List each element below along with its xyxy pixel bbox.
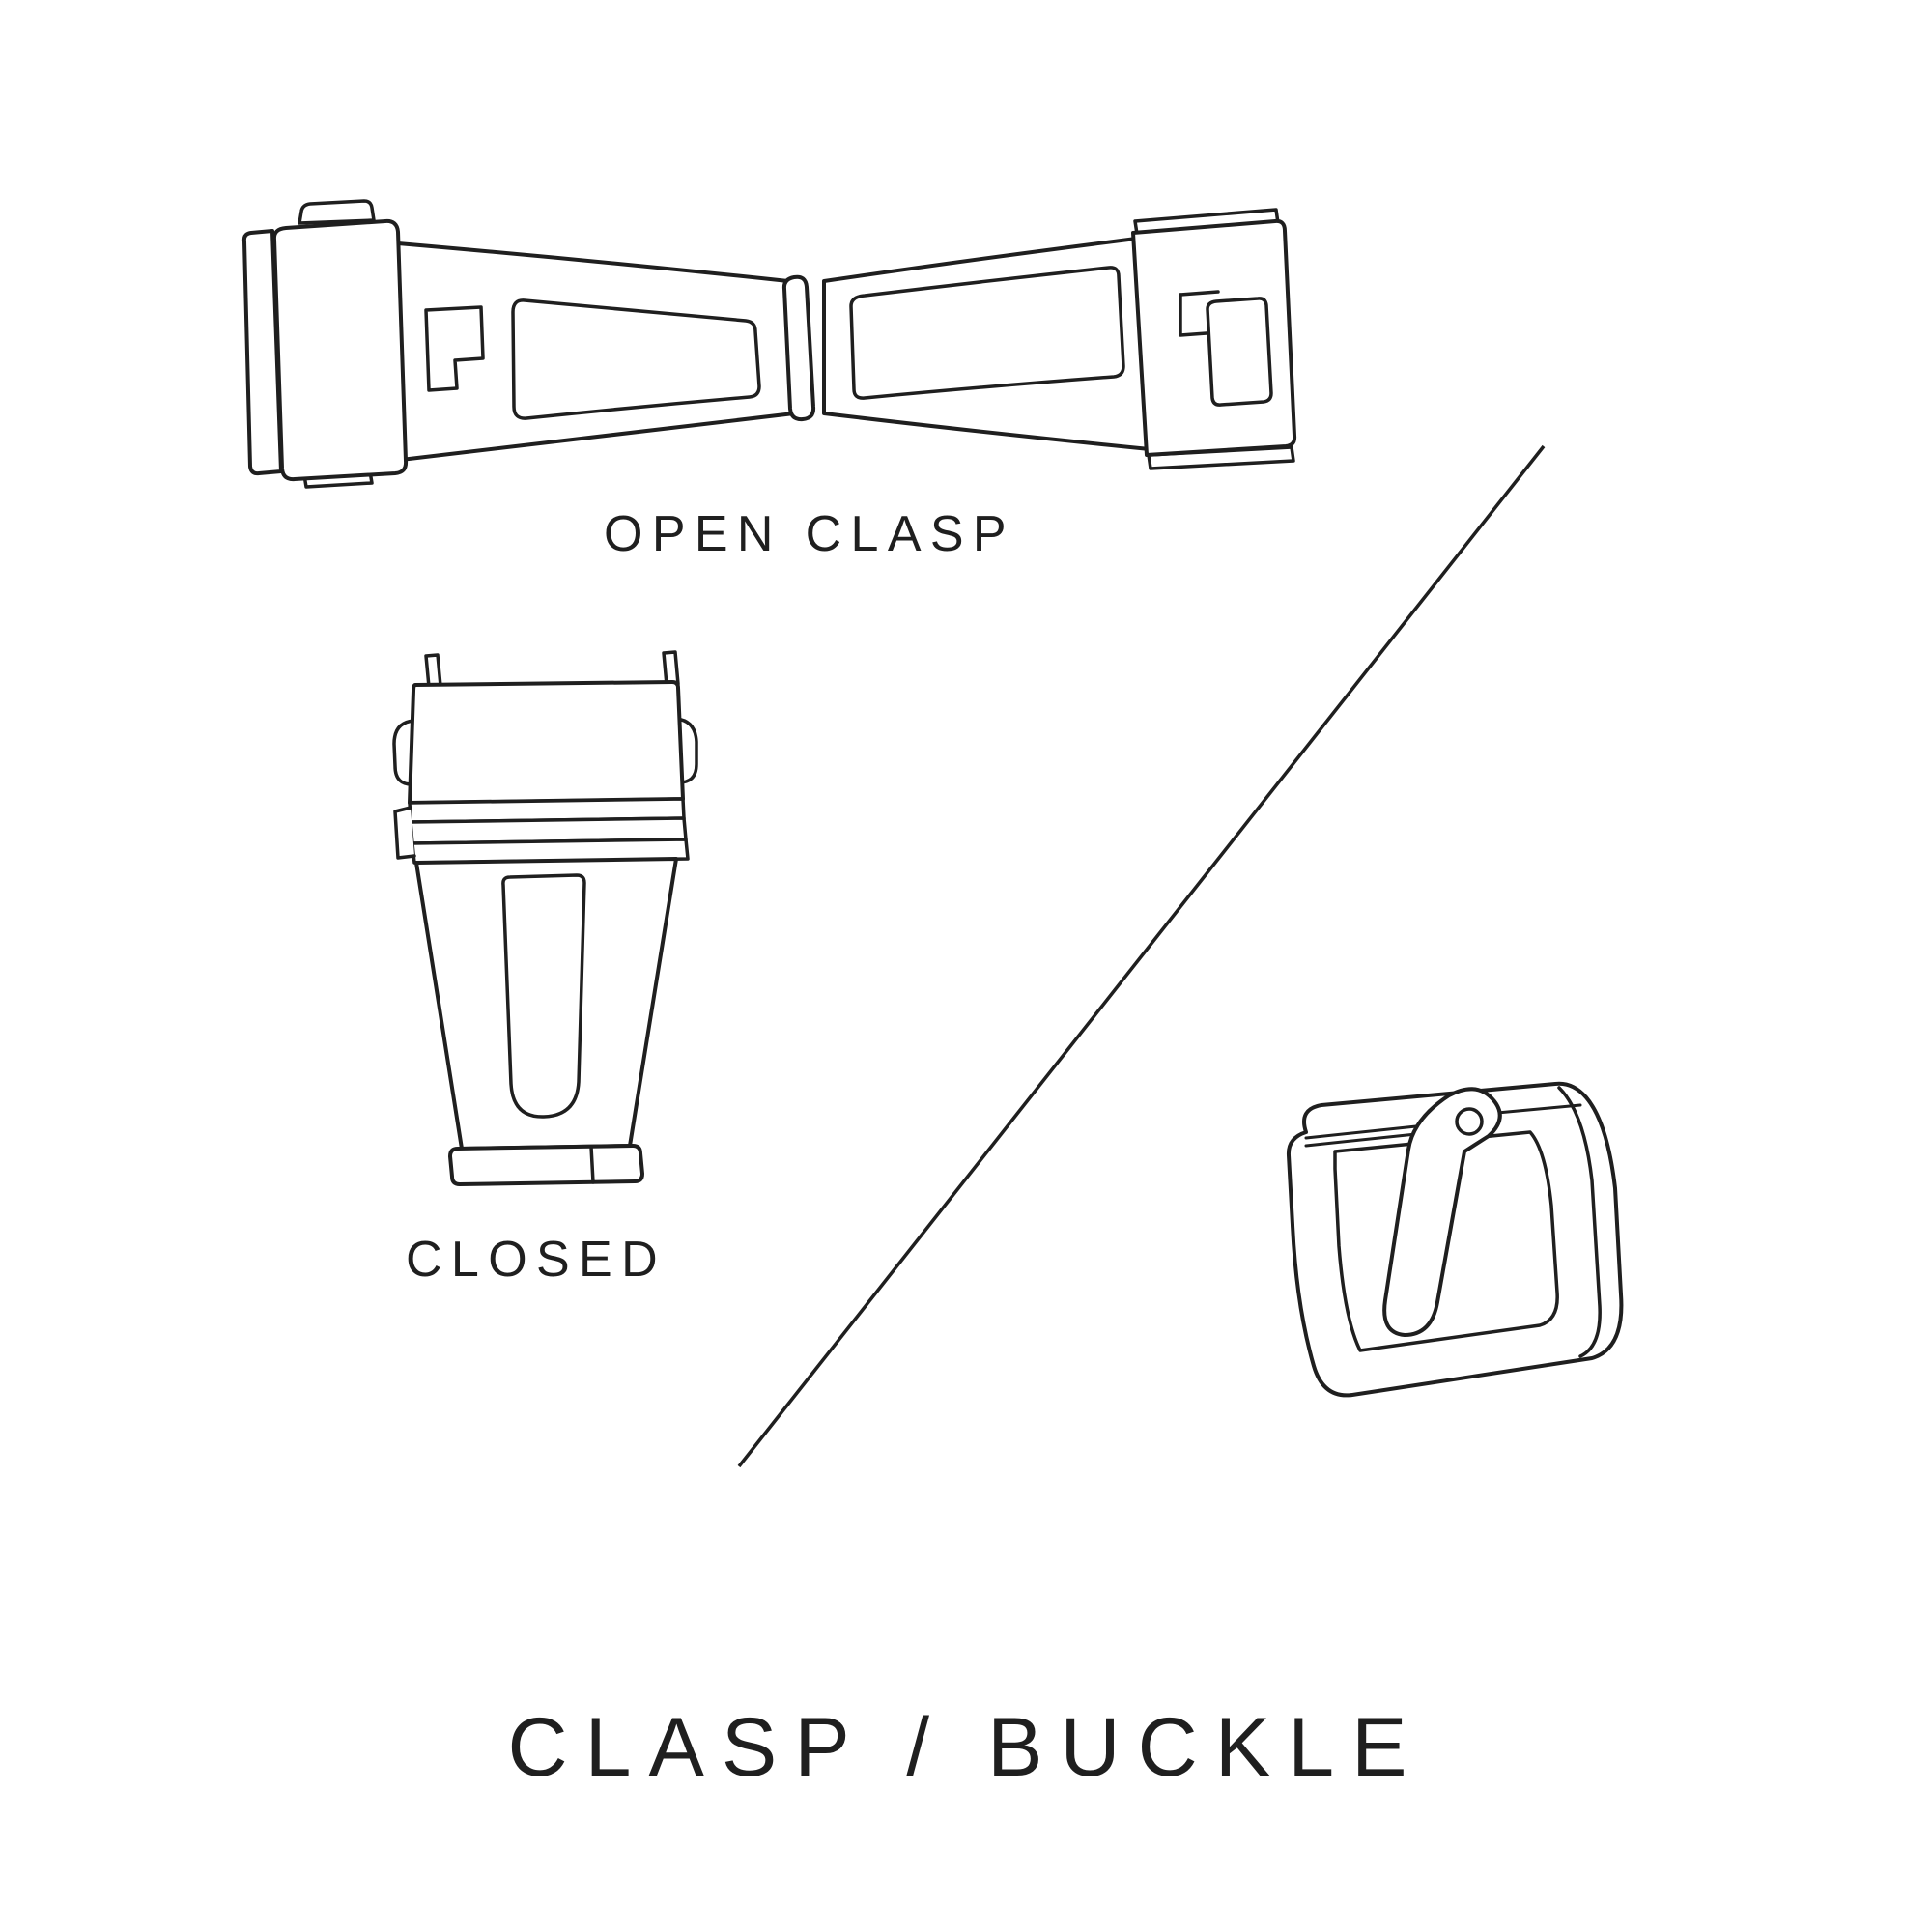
buckle-illustration	[1289, 1084, 1621, 1396]
divider-line	[739, 446, 1544, 1466]
diagram-title: CLASP / BUCKLE	[507, 1701, 1425, 1794]
open-clasp-illustration	[244, 201, 1294, 487]
closed-clasp-label: CLOSED	[406, 1232, 667, 1288]
open-clasp-label: OPEN CLASP	[604, 506, 1015, 562]
closed-clasp-illustration	[394, 652, 696, 1184]
